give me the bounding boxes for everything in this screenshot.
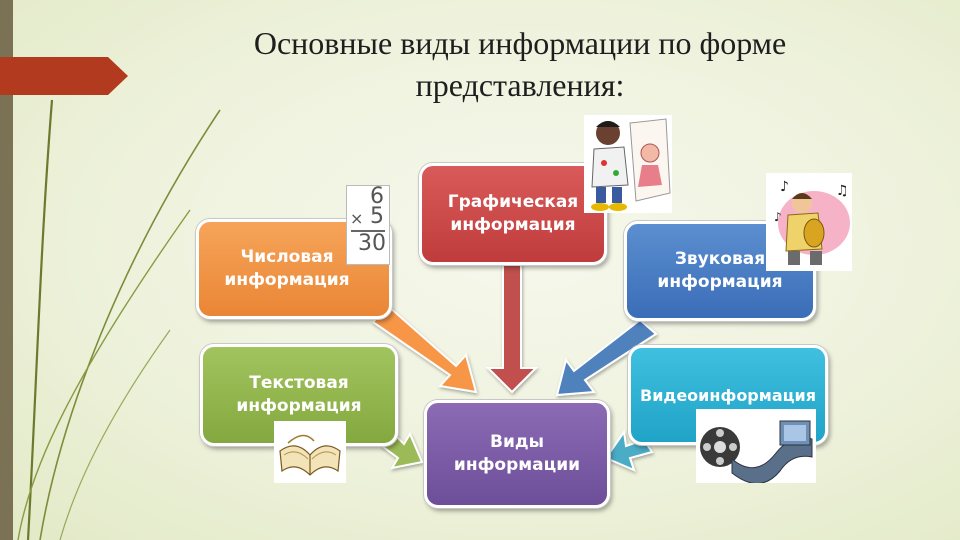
text-info-label: Текстовая информация <box>236 373 362 416</box>
title-line-1: Основные виды информации по форме <box>253 25 787 61</box>
title-accent-tab <box>0 57 128 95</box>
arrow-graphic <box>485 261 539 394</box>
video-info-label: Видеоинформация <box>640 385 816 405</box>
numeric-info-box: Числовая информация <box>196 219 392 319</box>
numbers-icon-middle: 5 <box>370 204 384 229</box>
musician-icon: ♪ ♫ ♪ <box>766 173 852 271</box>
numeric-info-label: Числовая информация <box>224 247 350 290</box>
arrow-numeric <box>371 304 478 394</box>
svg-text:♪: ♪ <box>774 210 782 224</box>
drawing-child-icon <box>584 115 672 213</box>
svg-text:♪: ♪ <box>780 179 789 195</box>
center-info-label: Виды информации <box>453 432 581 475</box>
numbers-icon: 6 × 5 30 <box>346 185 390 265</box>
numbers-icon-bottom: 30 <box>358 231 386 256</box>
sound-info-label: Звуковая информация <box>657 249 783 292</box>
svg-text:♫: ♫ <box>836 183 849 199</box>
book-icon <box>274 421 346 483</box>
film-reel-icon <box>696 409 816 483</box>
text-info-box: Текстовая информация <box>200 344 398 446</box>
numbers-icon-top: 6 <box>370 184 384 209</box>
arrow-sound <box>555 318 658 397</box>
graphic-info-label: Графическая информация <box>447 192 579 235</box>
decorative-grass <box>17 99 221 540</box>
numbers-icon-operator: × <box>350 209 364 228</box>
left-accent-bar <box>0 0 13 540</box>
center-info-box: Виды информации <box>424 400 610 508</box>
title-line-2: представления: <box>415 67 625 103</box>
slide-title: Основные виды информации по форме предст… <box>190 22 850 106</box>
graphic-info-box: Графическая информация <box>419 163 607 265</box>
